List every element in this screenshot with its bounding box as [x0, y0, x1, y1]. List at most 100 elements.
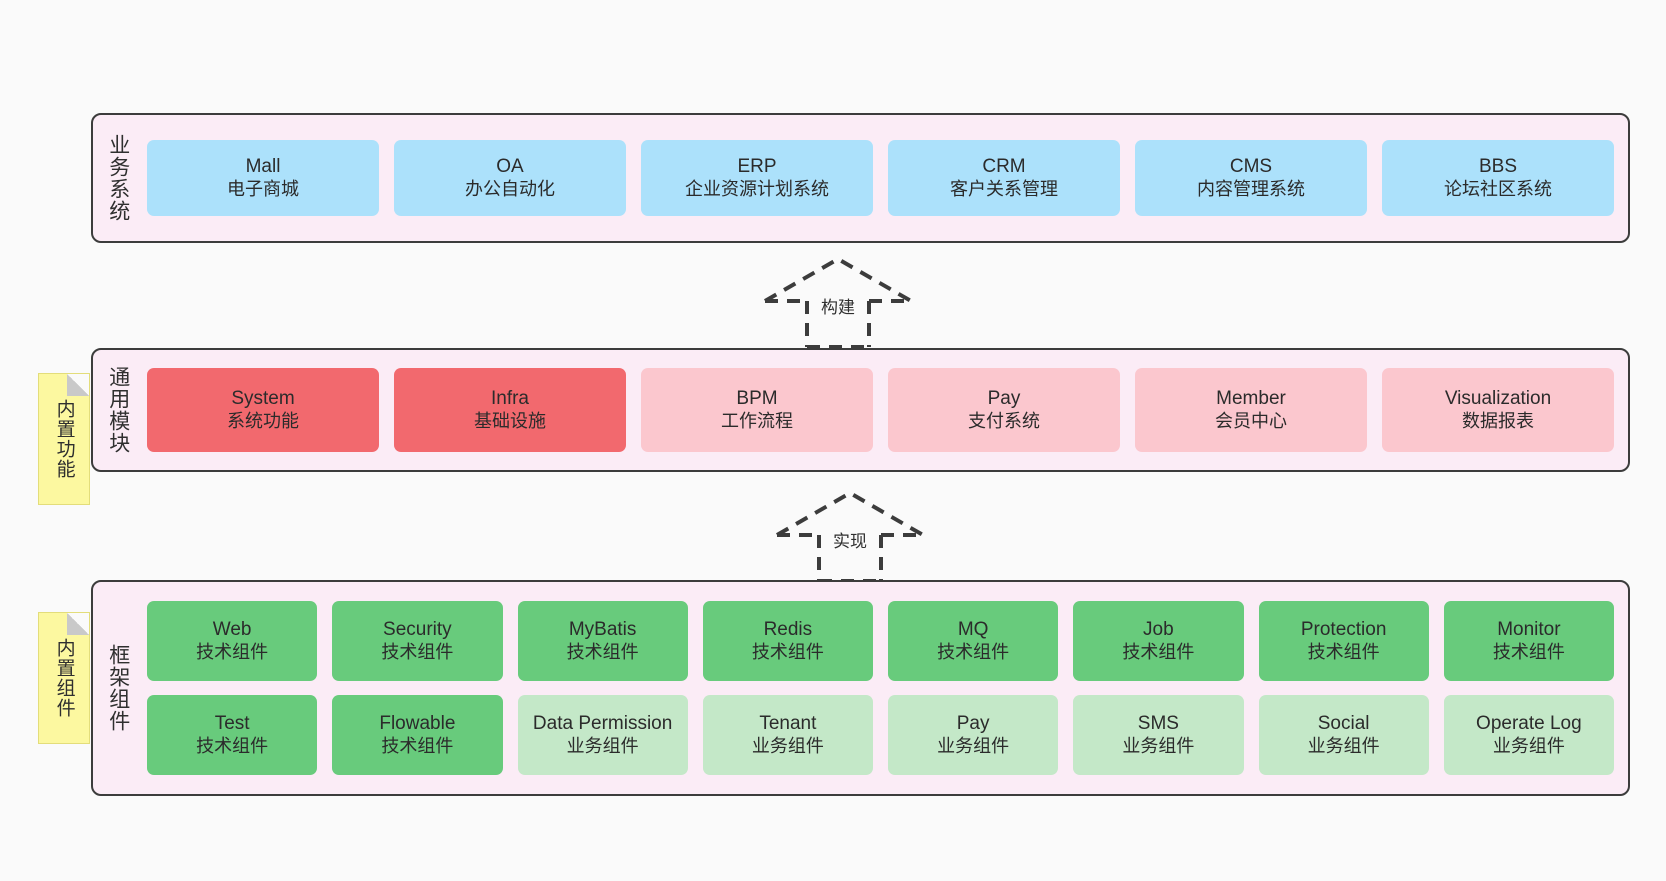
card-title-en: Visualization: [1444, 388, 1552, 410]
card-crm[interactable]: CRM 客户关系管理: [888, 140, 1120, 216]
card-title-cn: 企业资源计划系统: [685, 178, 829, 199]
card-title-cn: 技术组件: [1122, 641, 1195, 662]
layer-body-business-system: Mall 电子商城 OA 办公自动化 ERP 企业资源计划系统 CRM 客户关系…: [143, 115, 1628, 241]
card-title-en: MQ: [957, 619, 989, 641]
card-title-cn: 业务组件: [1307, 735, 1380, 756]
card-title-cn: 办公自动化: [465, 178, 555, 199]
card-visualization[interactable]: Visualization 数据报表: [1382, 368, 1614, 452]
card-title-en: Security: [383, 619, 452, 641]
card-title-cn: 业务组件: [566, 735, 639, 756]
card-job[interactable]: Job 技术组件: [1073, 601, 1244, 681]
card-title-cn: 技术组件: [751, 641, 824, 662]
card-title-cn: 数据报表: [1462, 410, 1534, 431]
card-title-en: Pay: [956, 713, 990, 735]
connector-build: 构建: [763, 253, 913, 349]
card-title-cn: 支付系统: [968, 410, 1040, 431]
card-title-en: ERP: [737, 156, 777, 178]
card-cms[interactable]: CMS 内容管理系统: [1135, 140, 1367, 216]
card-title-cn: 工作流程: [721, 410, 793, 431]
card-title-en: Tenant: [759, 713, 817, 735]
card-member[interactable]: Member 会员中心: [1135, 368, 1367, 452]
card-title-en: Infra: [490, 388, 530, 410]
card-title-en: CMS: [1229, 156, 1273, 178]
card-title-cn: 技术组件: [196, 641, 269, 662]
card-title-cn: 会员中心: [1215, 410, 1287, 431]
card-protection[interactable]: Protection 技术组件: [1258, 601, 1429, 681]
card-row: Web 技术组件 Security 技术组件 MyBatis 技术组件 Redi…: [147, 601, 1614, 681]
card-title-cn: 技术组件: [381, 641, 454, 662]
card-operate-log[interactable]: Operate Log 业务组件: [1443, 695, 1614, 775]
card-tenant[interactable]: Tenant 业务组件: [702, 695, 873, 775]
note-builtin-features: 内置功能: [38, 373, 90, 505]
card-title-en: Job: [1143, 619, 1174, 641]
card-title-en: Flowable: [379, 713, 456, 735]
card-pay-component[interactable]: Pay 业务组件: [888, 695, 1059, 775]
layer-business-system: 业务系统 Mall 电子商城 OA 办公自动化 ERP 企业资源计划系统 CRM…: [91, 113, 1630, 243]
card-title-cn: 技术组件: [1492, 641, 1565, 662]
card-title-en: Social: [1317, 713, 1370, 735]
card-title-en: OA: [496, 156, 524, 178]
layer-common-modules: 通用模块 System 系统功能 Infra 基础设施 BPM 工作流程 Pay…: [91, 348, 1630, 472]
note-label: 内置组件: [53, 638, 75, 718]
card-social[interactable]: Social 业务组件: [1258, 695, 1429, 775]
card-title-cn: 技术组件: [381, 735, 454, 756]
card-web[interactable]: Web 技术组件: [147, 601, 318, 681]
card-title-cn: 技术组件: [566, 641, 639, 662]
card-title-cn: 业务组件: [1122, 735, 1195, 756]
card-mybatis[interactable]: MyBatis 技术组件: [517, 601, 688, 681]
card-system[interactable]: System 系统功能: [147, 368, 379, 452]
card-title-cn: 电子商城: [227, 178, 299, 199]
card-bpm[interactable]: BPM 工作流程: [641, 368, 873, 452]
card-row: Test 技术组件 Flowable 技术组件 Data Permission …: [147, 695, 1614, 775]
card-title-cn: 业务组件: [937, 735, 1010, 756]
card-data-permission[interactable]: Data Permission 业务组件: [517, 695, 688, 775]
layer-body-common-modules: System 系统功能 Infra 基础设施 BPM 工作流程 Pay 支付系统…: [143, 350, 1628, 470]
card-title-en: MyBatis: [568, 619, 637, 641]
card-erp[interactable]: ERP 企业资源计划系统: [641, 140, 873, 216]
card-title-en: Member: [1216, 388, 1286, 410]
card-pay-module[interactable]: Pay 支付系统: [888, 368, 1120, 452]
card-security[interactable]: Security 技术组件: [332, 601, 503, 681]
card-mall[interactable]: Mall 电子商城: [147, 140, 379, 216]
card-monitor[interactable]: Monitor 技术组件: [1443, 601, 1614, 681]
connector-label-implement: 实现: [833, 532, 867, 551]
card-title-en: Web: [212, 619, 252, 641]
layer-framework-components: 框架组件 Web 技术组件 Security 技术组件 MyBatis 技术组件…: [91, 580, 1630, 796]
card-mq[interactable]: MQ 技术组件: [888, 601, 1059, 681]
card-title-en: Test: [214, 713, 250, 735]
card-oa[interactable]: OA 办公自动化: [394, 140, 626, 216]
card-redis[interactable]: Redis 技术组件: [702, 601, 873, 681]
card-title-en: CRM: [982, 156, 1026, 178]
connector-implement: 实现: [775, 487, 925, 583]
layer-title-business-system: 业务系统: [106, 134, 130, 222]
card-title-en: BBS: [1478, 156, 1518, 178]
card-title-en: System: [231, 388, 295, 410]
card-title-en: Protection: [1300, 619, 1387, 641]
card-title-cn: 技术组件: [937, 641, 1010, 662]
card-title-en: SMS: [1137, 713, 1179, 735]
card-infra[interactable]: Infra 基础设施: [394, 368, 626, 452]
note-builtin-components: 内置组件: [38, 612, 90, 744]
card-test[interactable]: Test 技术组件: [147, 695, 318, 775]
card-title-en: Mall: [245, 156, 281, 178]
card-title-cn: 论坛社区系统: [1444, 178, 1552, 199]
card-sms[interactable]: SMS 业务组件: [1073, 695, 1244, 775]
card-row: System 系统功能 Infra 基础设施 BPM 工作流程 Pay 支付系统…: [147, 368, 1614, 452]
card-title-cn: 内容管理系统: [1197, 178, 1305, 199]
card-flowable[interactable]: Flowable 技术组件: [332, 695, 503, 775]
card-title-cn: 业务组件: [751, 735, 824, 756]
card-title-cn: 基础设施: [474, 410, 546, 431]
layer-title-common-modules: 通用模块: [106, 366, 130, 454]
card-title-en: Monitor: [1497, 619, 1561, 641]
card-title-cn: 系统功能: [227, 410, 299, 431]
card-title-en: Redis: [763, 619, 813, 641]
card-title-cn: 客户关系管理: [950, 178, 1058, 199]
note-label: 内置功能: [53, 399, 75, 479]
card-title-cn: 技术组件: [1307, 641, 1380, 662]
card-row: Mall 电子商城 OA 办公自动化 ERP 企业资源计划系统 CRM 客户关系…: [147, 140, 1614, 216]
card-bbs[interactable]: BBS 论坛社区系统: [1382, 140, 1614, 216]
card-title-en: BPM: [736, 388, 778, 410]
card-title-cn: 业务组件: [1492, 735, 1565, 756]
layer-title-framework-components: 框架组件: [106, 644, 130, 732]
